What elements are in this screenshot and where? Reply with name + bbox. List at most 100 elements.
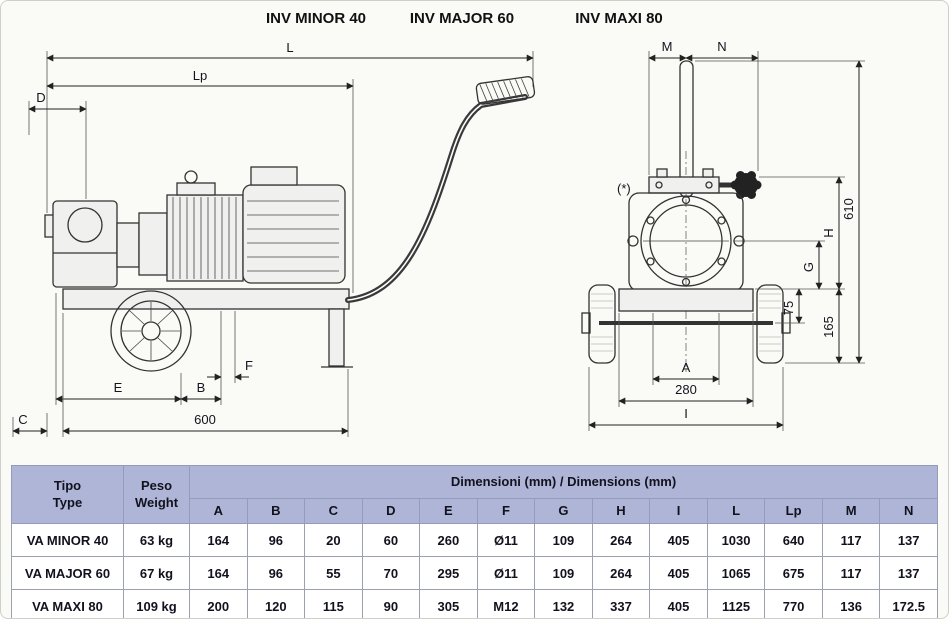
side-view: L Lp D — [12, 40, 536, 437]
col-header-I: I — [649, 498, 708, 524]
dim-label-G: G — [801, 262, 816, 272]
motor — [242, 166, 346, 284]
dim-label-610: 610 — [841, 198, 856, 220]
col-header-E: E — [419, 498, 478, 524]
dim-cell: 164 — [189, 556, 248, 590]
dim-cell: 640 — [764, 523, 823, 557]
finned-section — [166, 170, 244, 282]
dim-label-I: I — [684, 406, 688, 421]
dim-label-D: D — [36, 90, 45, 105]
dim-cell: 132 — [534, 589, 593, 618]
dim-cell: M12 — [476, 589, 536, 618]
weight-cell: 63 kg — [123, 523, 190, 557]
header-weight: Peso Weight — [123, 465, 190, 524]
model-cell: VA MINOR 40 — [11, 523, 124, 557]
dim-cell: 1065 — [706, 556, 766, 590]
header-type-label: Type — [52, 494, 83, 510]
dim-cell: 117 — [821, 556, 881, 590]
dim-cell: 264 — [591, 523, 651, 557]
col-header-F: F — [476, 498, 536, 524]
table-row-va-major-60: VA MAJOR 60 67 kg 164 96 55 70 295 Ø11 1… — [11, 556, 938, 590]
dim-cell: Ø11 — [476, 556, 536, 590]
handle — [345, 94, 528, 303]
dim-label-165: 165 — [821, 316, 836, 338]
technical-drawing: INV MINOR 40 INV MAJOR 60 INV MAXI 80 L … — [12, 10, 865, 437]
dim-cell: 200 — [189, 589, 248, 618]
front-pump-body — [627, 192, 745, 292]
dim-cell: 264 — [591, 556, 651, 590]
dim-cell: 117 — [821, 523, 881, 557]
header-type: Tipo Type — [11, 465, 124, 524]
dim-cell: 405 — [649, 523, 708, 557]
handle-grip — [475, 76, 536, 105]
right-wheel — [756, 284, 791, 364]
left-wheel — [581, 284, 616, 364]
dim-label-E: E — [114, 380, 123, 395]
dim-cell: 337 — [591, 589, 651, 618]
dim-cell: 55 — [304, 556, 363, 590]
dim-label-C: C — [18, 412, 27, 427]
col-header-Lp: Lp — [764, 498, 823, 524]
dim-cell: 96 — [246, 556, 306, 590]
title-inv-maxi-80: INV MAXI 80 — [575, 10, 663, 27]
col-header-L: L — [706, 498, 766, 524]
dim-label-N: N — [717, 39, 726, 54]
dim-cell: 109 — [534, 523, 593, 557]
dim-cell: 405 — [649, 556, 708, 590]
top-flange — [648, 168, 720, 194]
dim-cell: 109 — [534, 556, 593, 590]
dim-cell: 1030 — [706, 523, 766, 557]
table-row-va-maxi-80: VA MAXI 80 109 kg 200 120 115 90 305 M12… — [11, 589, 938, 618]
col-header-N: N — [879, 498, 938, 524]
weight-cell: 109 kg — [123, 589, 190, 618]
dim-cell: 20 — [304, 523, 363, 557]
col-header-H: H — [591, 498, 651, 524]
dim-cell: 136 — [821, 589, 881, 618]
dim-label-M: M — [662, 39, 673, 54]
dim-cell: 295 — [419, 556, 478, 590]
dim-label-600: 600 — [194, 412, 216, 427]
star-knob — [719, 171, 762, 199]
col-header-G: G — [534, 498, 593, 524]
model-cell: VA MAXI 80 — [11, 589, 124, 618]
front-base — [618, 288, 754, 312]
col-header-A: A — [189, 498, 248, 524]
table-row-va-minor-40: VA MINOR 40 63 kg 164 96 20 60 260 Ø11 1… — [11, 523, 938, 557]
dim-cell: 305 — [419, 589, 478, 618]
dim-cell: 96 — [246, 523, 306, 557]
table-container: Tipo Type Peso Weight Dimensioni (mm) / … — [1, 465, 948, 618]
dim-cell: 60 — [361, 523, 421, 557]
dim-label-280: 280 — [675, 382, 697, 397]
header-weight-label: Weight — [134, 494, 179, 510]
col-header-D: D — [361, 498, 421, 524]
col-header-B: B — [246, 498, 306, 524]
model-cell: VA MAJOR 60 — [11, 556, 124, 590]
dim-cell: 675 — [764, 556, 823, 590]
model-titles: INV MINOR 40 INV MAJOR 60 INV MAXI 80 — [266, 10, 663, 27]
dim-label-H: H — [821, 228, 836, 237]
dim-cell: 770 — [764, 589, 823, 618]
dim-cell: 120 — [246, 589, 306, 618]
pump-head — [44, 200, 118, 288]
dim-cell: 137 — [879, 556, 938, 590]
dim-label-B: B — [197, 380, 206, 395]
dim-label-F: F — [245, 358, 253, 373]
title-inv-major-60: INV MAJOR 60 — [410, 10, 514, 27]
header-dimensions: Dimensioni (mm) / Dimensions (mm) — [189, 465, 938, 499]
coupling — [116, 222, 140, 268]
dim-label-L: L — [286, 40, 293, 55]
platform — [62, 288, 350, 310]
dim-cell: 70 — [361, 556, 421, 590]
col-header-M: M — [821, 498, 881, 524]
dim-cell: Ø11 — [476, 523, 536, 557]
dim-cell: 172.5 — [879, 589, 938, 618]
dim-label-Lp: Lp — [193, 68, 207, 83]
weight-cell: 67 kg — [123, 556, 190, 590]
dim-cell: 405 — [649, 589, 708, 618]
dim-cell: 115 — [304, 589, 363, 618]
dim-cell: 260 — [419, 523, 478, 557]
dim-cell: 1125 — [706, 589, 766, 618]
header-peso-label: Peso — [140, 478, 173, 494]
dim-label-A: A — [682, 360, 691, 375]
